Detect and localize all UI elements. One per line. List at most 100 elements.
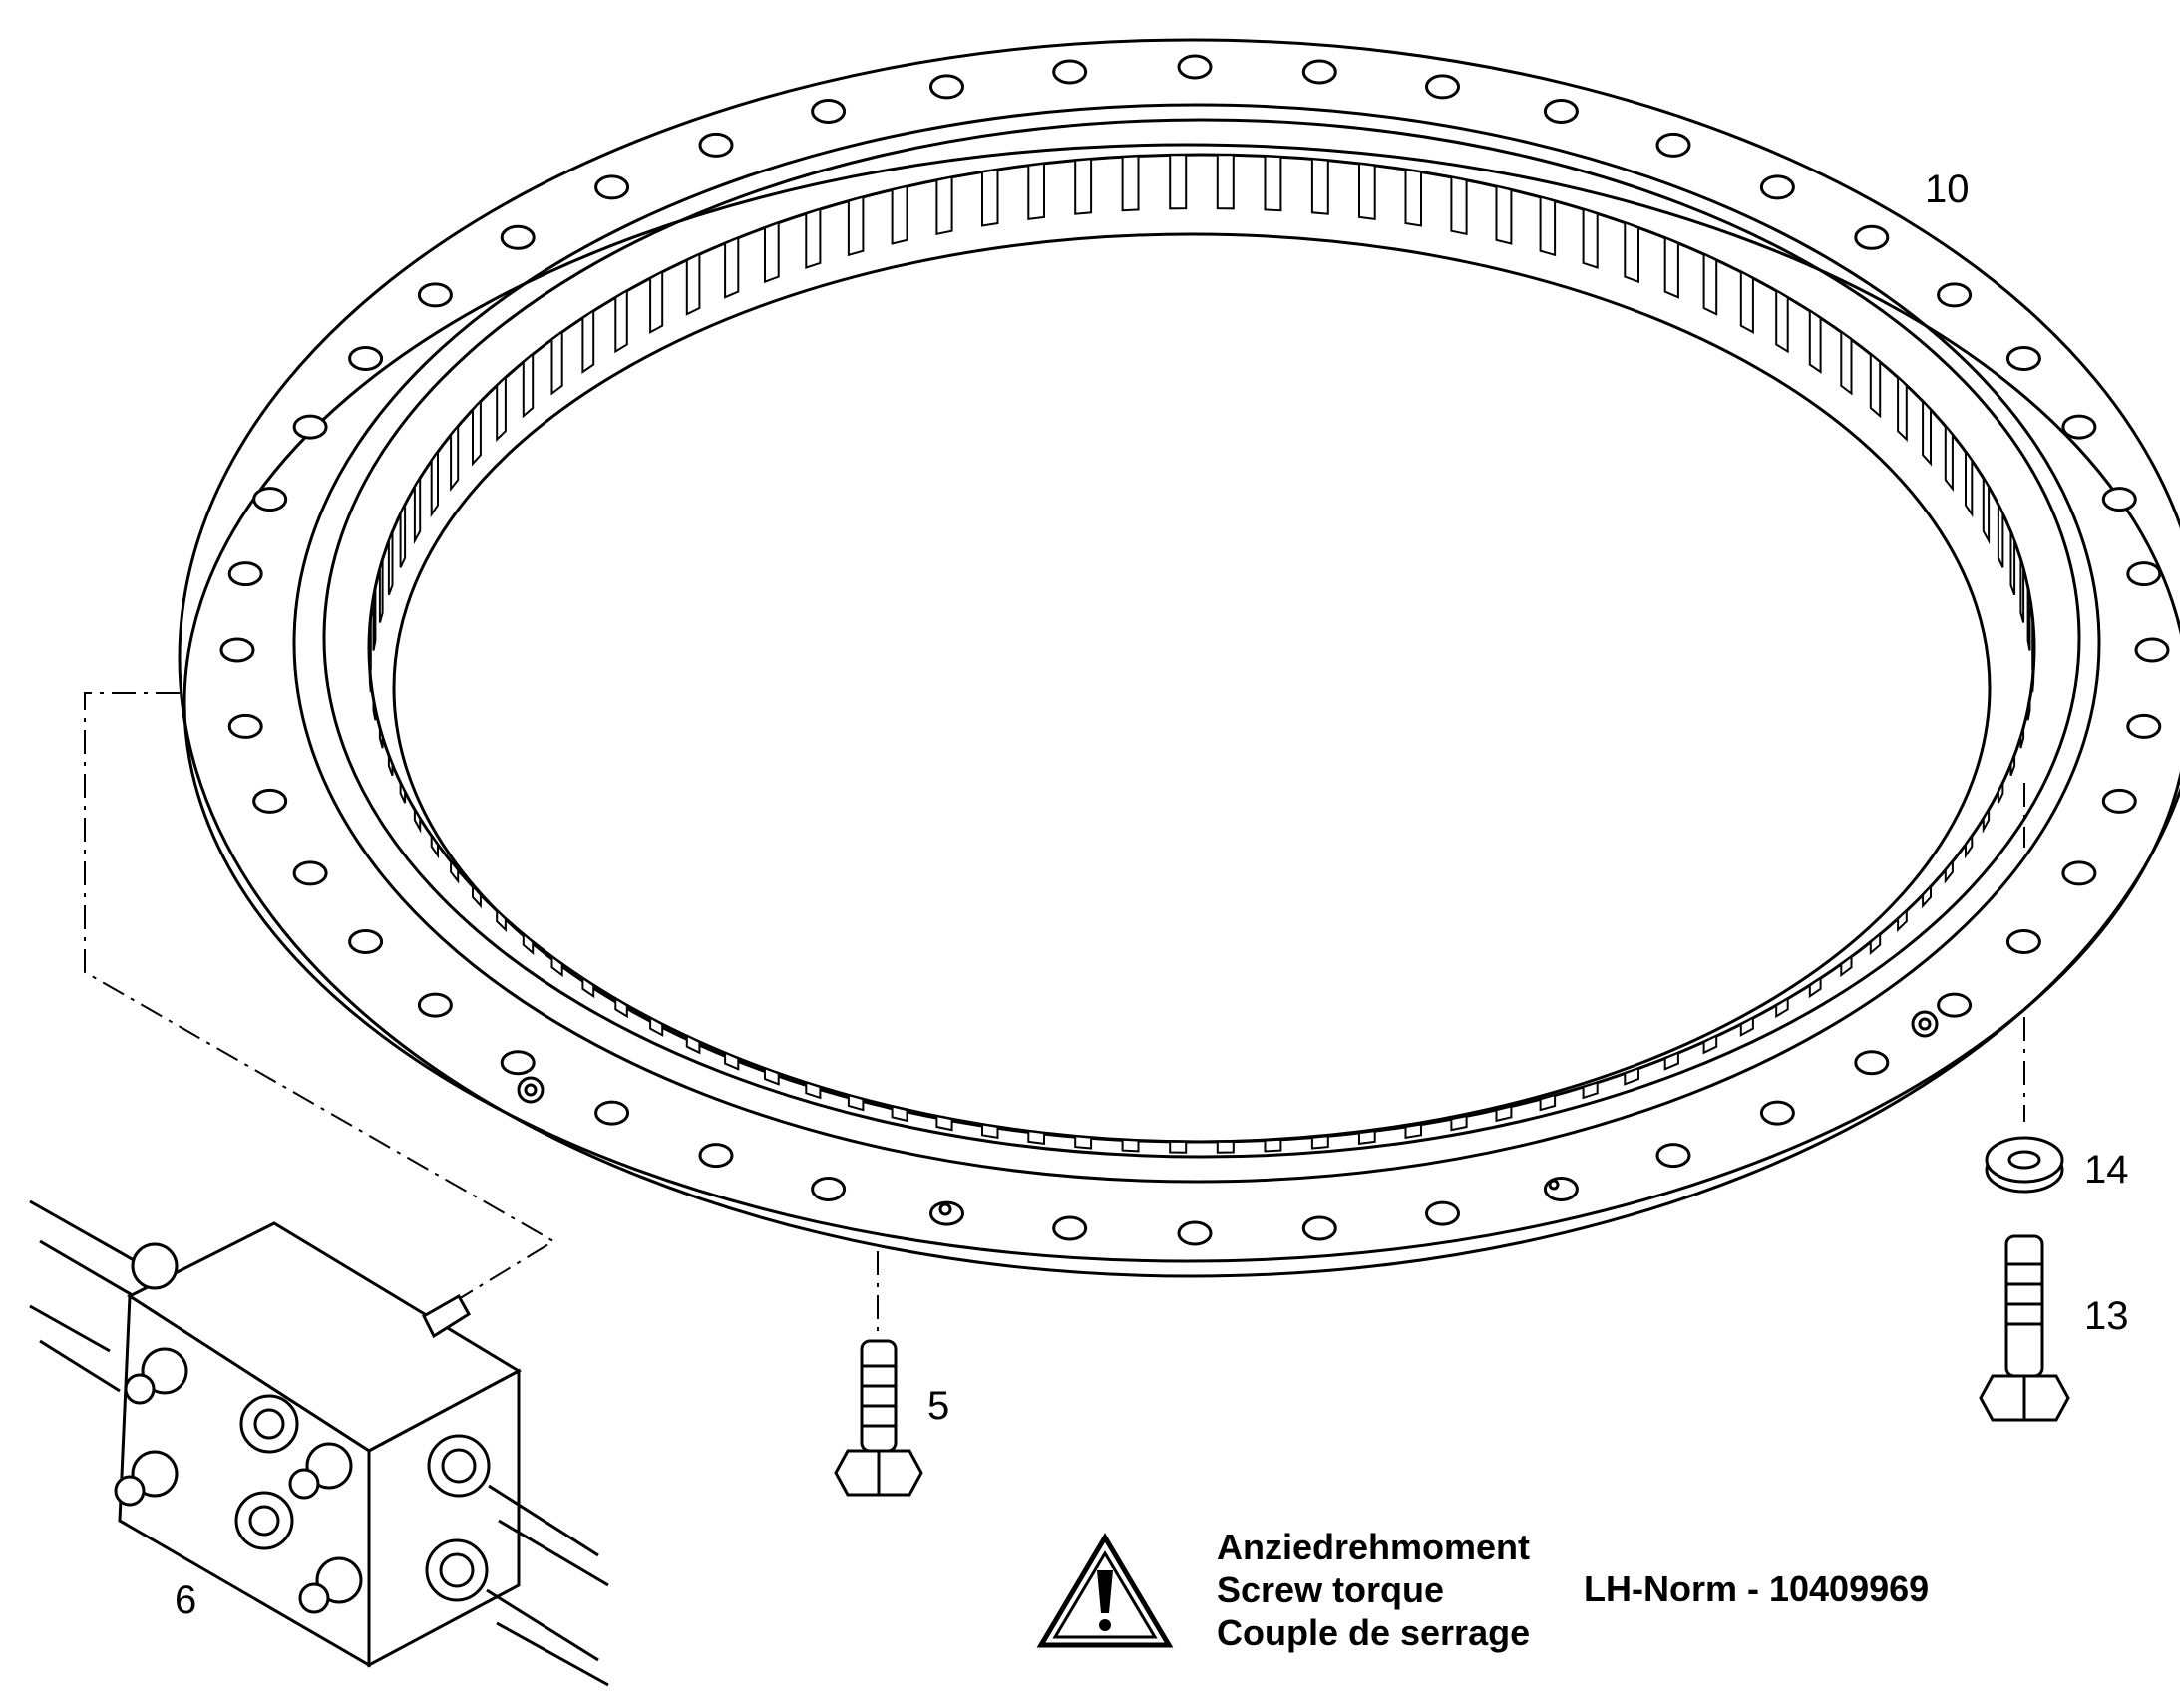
gear-tooth bbox=[1264, 155, 1282, 212]
gear-tooth bbox=[1808, 976, 1822, 999]
gear-inner-bore bbox=[392, 232, 1992, 1144]
ring-bolt-circle-inner bbox=[292, 103, 2101, 1184]
gear-tooth bbox=[522, 931, 535, 955]
gear-tooth bbox=[847, 195, 865, 257]
gear-tooth bbox=[891, 1105, 908, 1123]
gear-tooth bbox=[1216, 154, 1235, 210]
gear-tooth bbox=[2019, 558, 2025, 623]
bolt-hole bbox=[594, 1100, 630, 1126]
gear-tooth bbox=[399, 504, 407, 568]
gear-tooth bbox=[378, 727, 384, 749]
gear-tooth bbox=[1121, 1138, 1140, 1153]
gear-tooth bbox=[378, 558, 384, 623]
bolt-hole bbox=[1759, 1100, 1795, 1126]
gear-tooth bbox=[1495, 1105, 1513, 1123]
gear-tooth bbox=[891, 184, 908, 245]
bolt-hole bbox=[1425, 1200, 1460, 1226]
gear-tooth bbox=[1944, 423, 1954, 492]
gear-tooth bbox=[1495, 184, 1513, 245]
gear-tooth bbox=[581, 976, 595, 999]
gear-tooth bbox=[368, 614, 372, 679]
gear-tooth bbox=[764, 1066, 780, 1086]
gear-tooth bbox=[1869, 351, 1882, 419]
callout-13: 13 bbox=[2084, 1294, 2129, 1338]
bolt-hole bbox=[1937, 992, 1973, 1018]
gear-tooth bbox=[1264, 1138, 1282, 1153]
gear-tooth bbox=[1739, 1016, 1754, 1037]
gear-tooth bbox=[2009, 754, 2016, 777]
gear-tooth bbox=[1582, 207, 1599, 269]
gear-tooth bbox=[847, 1093, 865, 1112]
gear-tooth bbox=[1944, 858, 1954, 884]
callout-6: 6 bbox=[175, 1578, 197, 1622]
gear-tooth bbox=[1965, 448, 1974, 518]
torque-notice: Anziedrehmoment Screw torque Couple de s… bbox=[1217, 1526, 1530, 1654]
gear-tooth bbox=[1663, 1051, 1679, 1071]
bolt-hole bbox=[1052, 59, 1088, 85]
gear-tooth bbox=[1169, 1140, 1188, 1154]
leader-line-valve bbox=[84, 692, 555, 1312]
gear-tooth bbox=[685, 252, 701, 316]
bolt-hole bbox=[698, 1143, 734, 1169]
gear-tooth bbox=[1169, 154, 1188, 210]
bolt-hole bbox=[2061, 860, 2097, 886]
gear-tooth bbox=[935, 1114, 953, 1132]
gear-tooth bbox=[1216, 1140, 1235, 1154]
bolt-hole bbox=[219, 637, 255, 663]
bolt-hole bbox=[348, 346, 384, 371]
gear-tooth bbox=[399, 782, 407, 804]
gear-tooth bbox=[1310, 1135, 1329, 1150]
ring-outer-lower-edge bbox=[182, 143, 2180, 1263]
bolt-hole bbox=[227, 713, 263, 739]
gear-tooth bbox=[1982, 805, 1991, 834]
bolt-hole bbox=[227, 561, 263, 587]
gear-tooth bbox=[1404, 1123, 1422, 1139]
gear-tooth bbox=[1027, 1129, 1045, 1146]
gear-tooth bbox=[1922, 883, 1932, 909]
gear-tooth bbox=[2009, 530, 2016, 596]
gear-tooth bbox=[1624, 221, 1639, 284]
bolt-hole bbox=[1177, 1220, 1213, 1246]
gear-tooth bbox=[1965, 832, 1974, 859]
bolt-short bbox=[834, 1339, 923, 1497]
bolt-hole bbox=[811, 1177, 847, 1201]
bolt-hole bbox=[252, 487, 288, 512]
gear-tooth bbox=[496, 908, 507, 932]
gear-tooth bbox=[2019, 727, 2025, 749]
gear-tooth bbox=[1922, 398, 1932, 467]
bolt-hole bbox=[1301, 1215, 1337, 1241]
gear-tooth bbox=[1982, 474, 1991, 545]
bolt-hole bbox=[929, 74, 964, 100]
gear-tooth bbox=[413, 474, 422, 545]
bolt-hole bbox=[1543, 99, 1579, 124]
bolt-hole bbox=[1655, 132, 1691, 158]
gear-tooth bbox=[1582, 1081, 1599, 1100]
gear-tooth bbox=[724, 236, 740, 299]
notice-line-english: Screw torque bbox=[1217, 1569, 1445, 1610]
bolt-hole bbox=[252, 788, 288, 814]
bolt-hole bbox=[2134, 637, 2170, 663]
bolt-hole bbox=[2101, 788, 2137, 814]
bolt-hole bbox=[417, 992, 453, 1018]
gear-tooth bbox=[805, 1081, 822, 1100]
gear-tooth bbox=[1997, 782, 2004, 804]
gear-tooth bbox=[1739, 269, 1754, 334]
gear-tooth bbox=[1840, 329, 1853, 396]
gear-tooth bbox=[1840, 954, 1853, 978]
bolt-hole bbox=[292, 414, 328, 440]
gear-tooth bbox=[1074, 1135, 1093, 1150]
bolt-hole bbox=[1854, 1050, 1890, 1076]
bolt-hole bbox=[500, 1050, 536, 1076]
gear-tooth bbox=[1310, 158, 1329, 215]
gear-tooth bbox=[413, 805, 422, 834]
gear-tooth bbox=[981, 1123, 999, 1139]
callout-14: 14 bbox=[2084, 1148, 2129, 1192]
gear-teeth bbox=[368, 154, 2035, 1154]
bolt-hole bbox=[2126, 713, 2162, 739]
gear-tooth bbox=[550, 954, 563, 978]
notice-line-german: Anziedrehmoment bbox=[1217, 1527, 1531, 1567]
gear-tooth bbox=[935, 175, 953, 236]
gear-tooth bbox=[472, 398, 482, 467]
bolt-hole bbox=[594, 174, 630, 200]
gear-tooth bbox=[724, 1051, 740, 1071]
